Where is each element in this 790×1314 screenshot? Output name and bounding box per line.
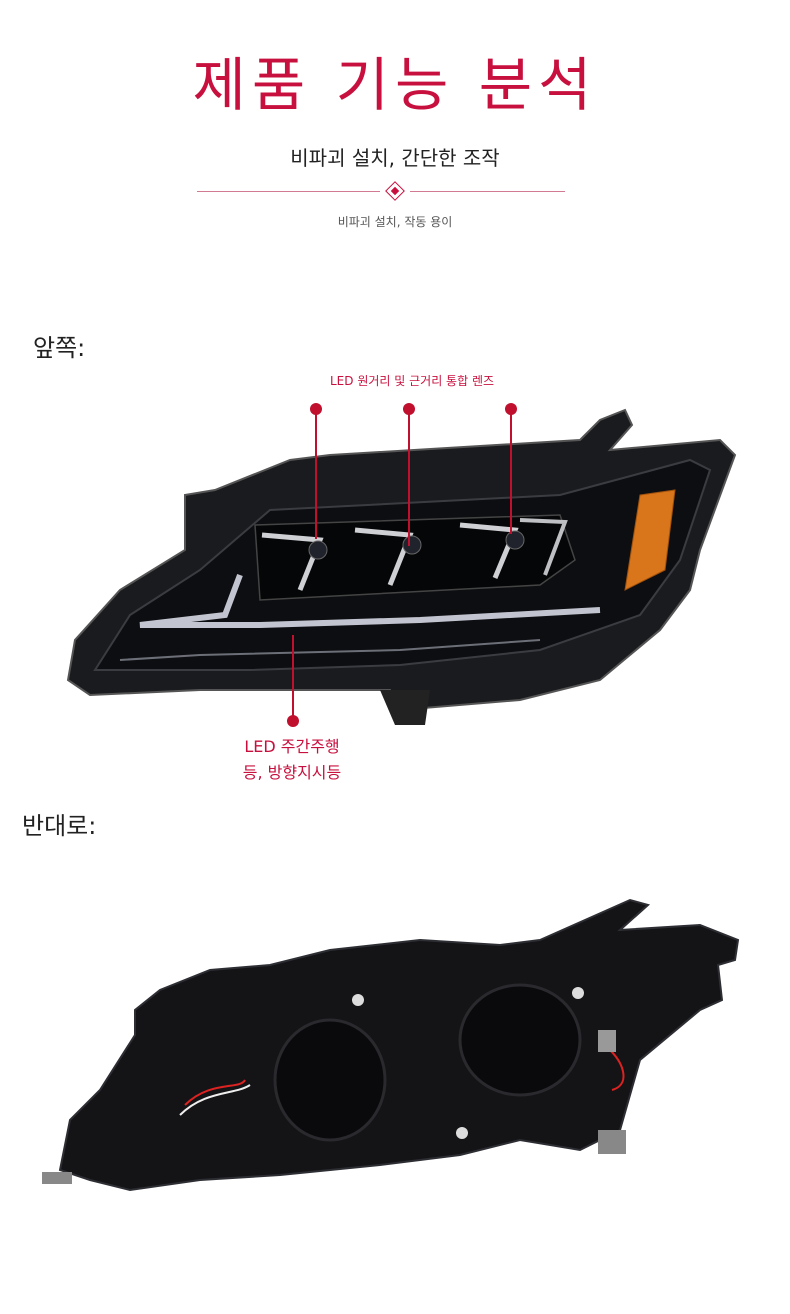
callout-dot-2 (403, 403, 415, 415)
caption: 비파괴 설치, 작동 용이 (337, 215, 453, 229)
divider-left (197, 191, 380, 192)
drl-callout-line1: LED 주간주행 (244, 737, 340, 756)
divider-right (410, 191, 565, 192)
back-label: 반대로: (22, 812, 97, 840)
headlight-rear-image (42, 898, 740, 1192)
diamond-icon (385, 181, 405, 201)
callout-line-2 (408, 414, 410, 546)
headlight-front-image (66, 408, 737, 725)
drl-callout-line (292, 635, 294, 717)
callout-line-1 (315, 414, 317, 539)
drl-callout-dot (287, 715, 299, 727)
callout-line-3 (510, 414, 512, 534)
drl-callout-line2: 등, 방향지시등 (242, 763, 342, 782)
callout-dot-3 (505, 403, 517, 415)
lens-callout: LED 원거리 및 근거리 통합 렌즈 (330, 374, 495, 388)
subtitle: 비파괴 설치, 간단한 조작 (290, 146, 500, 170)
front-label: 앞쪽: (33, 334, 86, 362)
page-title: 제품 기능 분석 (192, 51, 598, 119)
callout-dot-1 (310, 403, 322, 415)
